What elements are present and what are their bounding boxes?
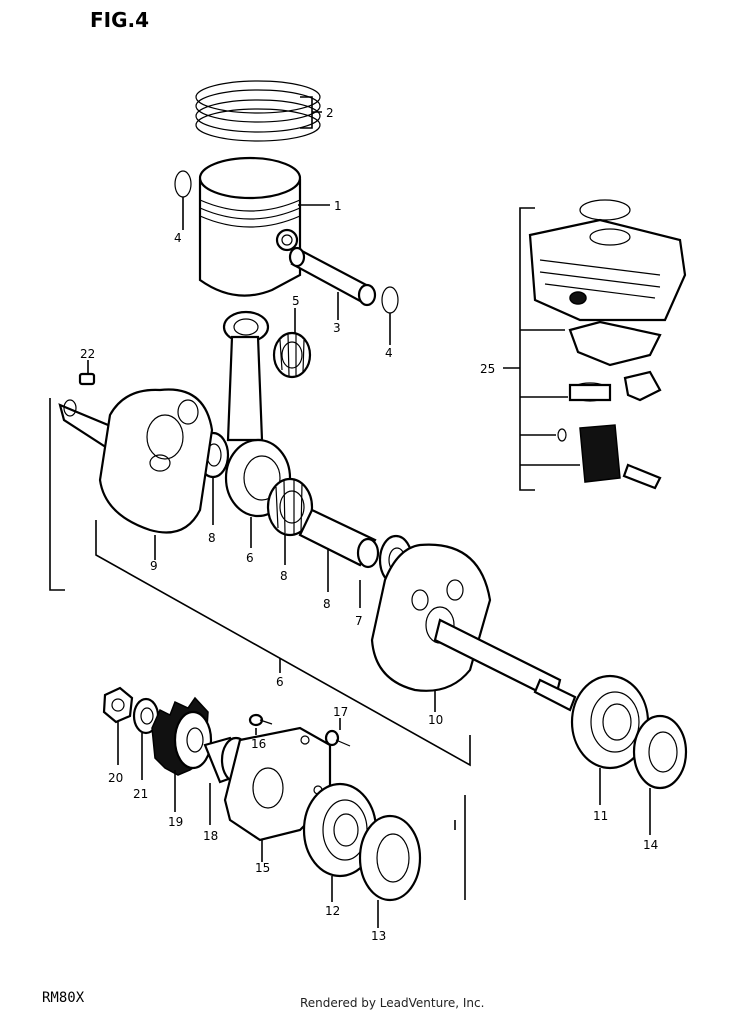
callout-16: 14 xyxy=(643,838,658,852)
callout-8-right: 7 xyxy=(355,614,363,628)
callout-22: 20 xyxy=(108,771,123,785)
callout-3: 3 xyxy=(333,321,341,335)
callout-11: 9 xyxy=(150,559,158,573)
callout-5: 5 xyxy=(292,294,300,308)
callout-7: 6 xyxy=(246,551,254,565)
callout-17: 15 xyxy=(255,861,270,875)
big-end-bearing xyxy=(266,477,314,537)
callout-1: 1 xyxy=(334,199,342,213)
right-oil-seal xyxy=(632,714,688,790)
circlip-right xyxy=(381,286,399,314)
callout-15: 13 xyxy=(371,929,386,943)
left-crankshaft xyxy=(58,388,214,534)
callout-10: 8 xyxy=(280,569,288,583)
circlip-left xyxy=(174,170,192,198)
callout-9: 8 xyxy=(323,597,331,611)
piston-pin xyxy=(288,246,377,307)
callout-21: 19 xyxy=(168,815,183,829)
callout-23: 21 xyxy=(133,787,148,801)
primary-gear xyxy=(151,696,213,776)
callout-14: 12 xyxy=(325,904,340,918)
callout-4-right: 4 xyxy=(385,346,393,360)
piston-rings xyxy=(195,80,321,142)
callout-8-left: 8 xyxy=(208,531,216,545)
callout-6: 6 xyxy=(276,675,284,689)
callout-19: 17 xyxy=(333,705,348,719)
screw-18 xyxy=(248,713,273,727)
crank-pin xyxy=(298,508,380,569)
model-code: RM80X xyxy=(42,990,85,1006)
piston xyxy=(198,156,302,297)
left-main-bearing xyxy=(302,782,378,878)
callout-2: 2 xyxy=(326,106,334,120)
woodruff-key xyxy=(78,372,96,386)
callout-4-left: 4 xyxy=(174,231,182,245)
callout-24: 22 xyxy=(80,347,95,361)
callout-12: 10 xyxy=(428,713,443,727)
callout-18: 16 xyxy=(251,737,266,751)
cylinder-kit xyxy=(503,199,687,491)
callout-20: 18 xyxy=(203,829,218,843)
small-end-bearing xyxy=(272,331,312,379)
left-oil-seal xyxy=(358,814,422,902)
callout-13: 11 xyxy=(593,809,608,823)
figure-title: FIG.4 xyxy=(90,8,150,32)
screw-19 xyxy=(324,729,351,747)
credit-line: Rendered by LeadVenture, Inc. xyxy=(300,996,485,1010)
callout-25: 25 xyxy=(480,362,495,376)
right-crankshaft xyxy=(370,543,577,712)
crank-nut xyxy=(102,686,134,724)
right-main-bearing xyxy=(570,674,650,770)
